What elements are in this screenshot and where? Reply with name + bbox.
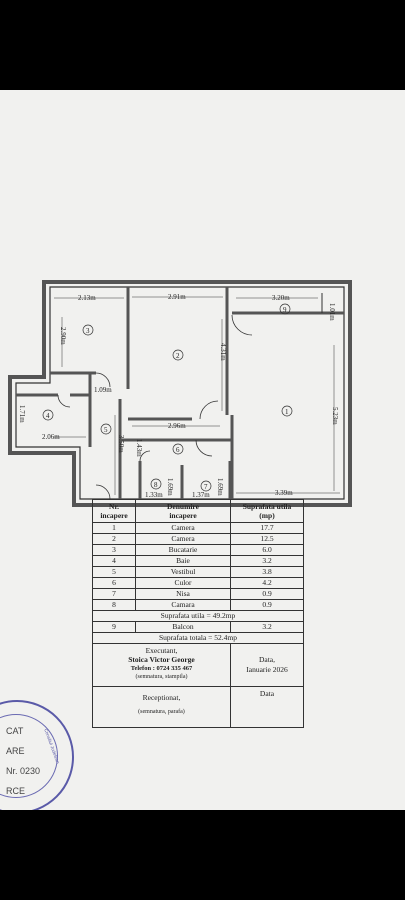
dim-vestibul-side: 3.50m bbox=[117, 435, 125, 453]
room-number-7: 7 bbox=[204, 483, 208, 491]
receptioned-label: Receptionat, bbox=[142, 693, 181, 702]
rooms-table: Nr. incapere Denumire incapere Suprafata… bbox=[92, 499, 304, 728]
dim-bath-side: 1.71m bbox=[18, 405, 26, 423]
room-number-9: 9 bbox=[283, 306, 287, 314]
useful-total: Suprafata utila = 49.2mp bbox=[92, 610, 304, 622]
cell-nr: 5 bbox=[92, 566, 136, 578]
cell-area: 0.9 bbox=[230, 588, 304, 600]
cell-name: Baie bbox=[135, 555, 231, 567]
dim-hall-side: 1.43m bbox=[135, 439, 143, 457]
dim-room2-top: 2.91m bbox=[168, 293, 186, 301]
cell-nr: 8 bbox=[92, 599, 136, 611]
cell-area: 3.2 bbox=[230, 621, 304, 633]
dim-closet8-bottom: 1.33m bbox=[145, 491, 163, 499]
dim-room1-side: 5.23m bbox=[331, 407, 339, 425]
cell-name: Balcon bbox=[135, 621, 231, 633]
room-number-5: 5 bbox=[104, 426, 108, 434]
cell-name: Camera bbox=[135, 533, 231, 545]
dim-balcony-top: 3.20m bbox=[272, 294, 290, 302]
stamp-line: ARE bbox=[6, 746, 25, 756]
cell-name: Bucatarie bbox=[135, 544, 231, 556]
dim-niche7-bottom: 1.37m bbox=[192, 491, 210, 499]
dim-room2-bottom: 2.96m bbox=[168, 422, 186, 430]
date-cell: Data, Ianuarie 2026 bbox=[230, 643, 304, 687]
cell-name: Nisa bbox=[135, 588, 231, 600]
dim-bath-bottom: 2.06m bbox=[42, 433, 60, 441]
cell-nr: 6 bbox=[92, 577, 136, 589]
room-number-6: 6 bbox=[176, 446, 180, 454]
dim-kitchen-side: 2.90m bbox=[59, 327, 67, 345]
cell-name: Camera bbox=[135, 522, 231, 534]
cell-area: 17.7 bbox=[230, 522, 304, 534]
cell-nr: 1 bbox=[92, 522, 136, 534]
useful-total-row: Suprafata utila = 49.2mp bbox=[92, 610, 304, 622]
cell-area: 12.5 bbox=[230, 533, 304, 545]
room-number-3: 3 bbox=[86, 327, 90, 335]
date2-cell: Data bbox=[230, 686, 304, 728]
room-number-4: 4 bbox=[46, 412, 50, 420]
cell-nr: 3 bbox=[92, 544, 136, 556]
cell-nr: 2 bbox=[92, 533, 136, 545]
executant-phone: Telefon : 0724 335 467 bbox=[130, 665, 193, 672]
document-page: 2.13m 2.91m 3.20m 1.01m 2.90m 4.31m 5.23… bbox=[0, 90, 405, 810]
date2-label: Data bbox=[259, 689, 275, 698]
stamp-line: RCE bbox=[6, 786, 26, 796]
cell-nr: 7 bbox=[92, 588, 136, 600]
date-label: Data, bbox=[258, 655, 276, 664]
cell-nr: 9 bbox=[92, 621, 136, 633]
executant-row: Executant, Stoica Victor George Telefon … bbox=[92, 643, 304, 687]
grand-total-row: Suprafata totala = 52.4mp bbox=[92, 632, 304, 644]
cell-name: Camara bbox=[135, 599, 231, 611]
room-number-8: 8 bbox=[154, 481, 158, 489]
dim-closet8-side: 1.69m bbox=[166, 478, 174, 496]
official-stamp: CAT ARE Nr. 0230 RCE Consiliul Judetean bbox=[0, 700, 74, 810]
table-header-row: Nr. incapere Denumire incapere Suprafata… bbox=[92, 499, 304, 523]
dim-vestibul-top: 1.09m bbox=[94, 386, 112, 394]
dim-kitchen-top: 2.13m bbox=[78, 294, 96, 302]
dim-balcony-side: 1.01m bbox=[328, 303, 336, 321]
receptioned-cell: Receptionat, (semnatura, parafa) bbox=[92, 686, 231, 728]
receptioned-note: (semnatura, parafa) bbox=[138, 709, 185, 715]
header-name: Denumire incapere bbox=[135, 499, 231, 523]
cell-area: 3.2 bbox=[230, 555, 304, 567]
stamp-line: Nr. 0230 bbox=[6, 766, 41, 776]
cell-nr: 4 bbox=[92, 555, 136, 567]
dim-room1-bottom: 3.39m bbox=[275, 489, 293, 497]
receptioned-row: Receptionat, (semnatura, parafa) Data bbox=[92, 686, 304, 728]
cell-area: 3.8 bbox=[230, 566, 304, 578]
cell-area: 4.2 bbox=[230, 577, 304, 589]
executant-cell: Executant, Stoica Victor George Telefon … bbox=[92, 643, 231, 687]
header-nr: Nr. incapere bbox=[92, 499, 136, 523]
dim-room2-side: 4.31m bbox=[219, 343, 227, 361]
stamp-line: CAT bbox=[6, 726, 24, 736]
cell-name: Vestibul bbox=[135, 566, 231, 578]
floor-plan: 2.13m 2.91m 3.20m 1.01m 2.90m 4.31m 5.23… bbox=[8, 280, 352, 507]
executant-note: (semnatura, stampila) bbox=[135, 674, 188, 680]
cell-name: Culor bbox=[135, 577, 231, 589]
room-number-2: 2 bbox=[176, 352, 180, 360]
header-area: Suprafata utila (mp) bbox=[230, 499, 304, 523]
executant-name: Stoica Victor George bbox=[128, 655, 195, 664]
date-value: Ianuarie 2026 bbox=[246, 665, 288, 674]
room-number-1: 1 bbox=[285, 408, 289, 416]
executant-label: Executant, bbox=[145, 646, 178, 655]
grand-total: Suprafata totala = 52.4mp bbox=[92, 632, 304, 644]
cell-area: 0.9 bbox=[230, 599, 304, 611]
dim-niche7-side: 1.69m bbox=[216, 478, 224, 496]
cell-area: 6.0 bbox=[230, 544, 304, 556]
